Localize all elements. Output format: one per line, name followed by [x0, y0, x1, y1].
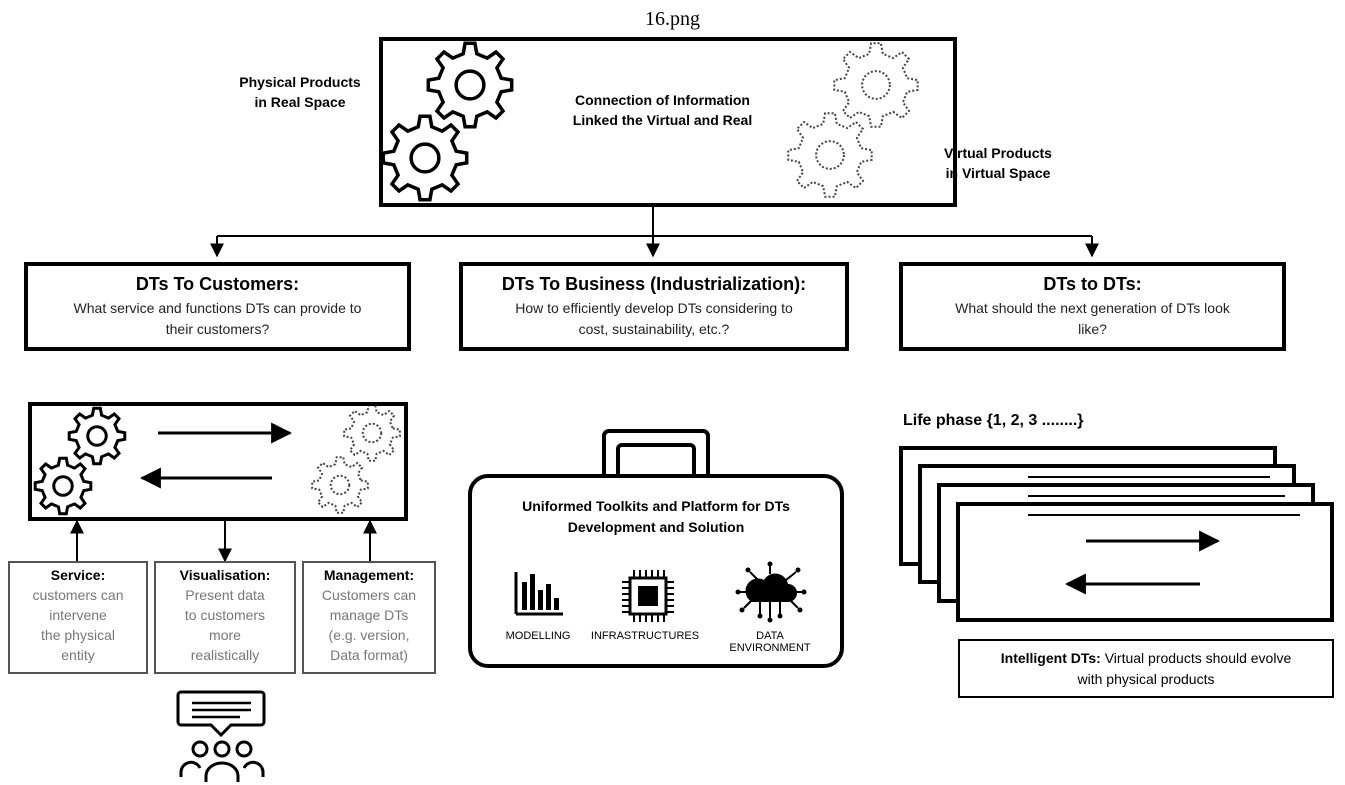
gear-icon	[67, 406, 127, 466]
virtual-gear-icon	[787, 112, 873, 198]
category-business: DTs To Business (Industrialization): How…	[459, 262, 849, 351]
life-phase-label: Life phase {1, 2, 3 ........}	[903, 412, 1084, 429]
cloud-network-icon	[735, 561, 807, 623]
infrastructures-label: INFRASTRUCTURES	[590, 630, 700, 642]
visualisation-box: Visualisation: Present data to customers…	[154, 561, 296, 674]
intelligent-dts-box: Intelligent DTs: Virtual products should…	[958, 639, 1334, 698]
category-title: DTs To Customers:	[135, 274, 300, 294]
gear-icon	[381, 114, 469, 202]
virtual-products-label: Virtual Products in Virtual Space	[944, 145, 1052, 181]
management-heading: Management:	[323, 567, 415, 583]
category-title: DTs to DTs:	[1043, 274, 1142, 294]
service-heading: Service:	[50, 567, 106, 583]
chip-icon	[622, 570, 674, 622]
bar-chart-icon	[514, 572, 563, 616]
modelling-label: MODELLING	[505, 630, 571, 642]
virtual-gear-icon	[833, 42, 919, 128]
figure-title: 16.png	[645, 8, 700, 30]
life-phase-card-4	[956, 502, 1334, 622]
virtual-gear-icon	[343, 404, 401, 462]
physical-products-label: Physical Products in Real Space	[239, 74, 361, 110]
management-box: Management: Customers can manage DTs (e.…	[302, 561, 436, 674]
category-customers: DTs To Customers: What service and funct…	[24, 262, 411, 351]
category-description: What should the next generation of DTs l…	[955, 300, 1230, 337]
customer-twin-box	[28, 402, 408, 521]
intelligent-dts-heading: Intelligent DTs:	[1000, 650, 1101, 666]
connection-label: Connection of Information Linked the Vir…	[572, 92, 753, 128]
gear-icon	[426, 41, 514, 129]
virtual-gear-icon	[311, 456, 369, 514]
category-dts: DTs to DTs: What should the next generat…	[899, 262, 1286, 351]
toolkit-title: Uniformed Toolkits and Platform for DTs …	[522, 498, 790, 535]
category-title: DTs To Business (Industrialization):	[501, 274, 807, 294]
gear-icon	[33, 456, 93, 516]
service-box: Service: customers can intervene the phy…	[8, 561, 148, 674]
category-description: How to efficiently develop DTs consideri…	[515, 300, 793, 337]
data-environment-label: DATA ENVIRONMENT	[729, 630, 811, 654]
visualisation-heading: Visualisation:	[179, 567, 271, 583]
category-description: What service and functions DTs can provi…	[73, 300, 362, 337]
